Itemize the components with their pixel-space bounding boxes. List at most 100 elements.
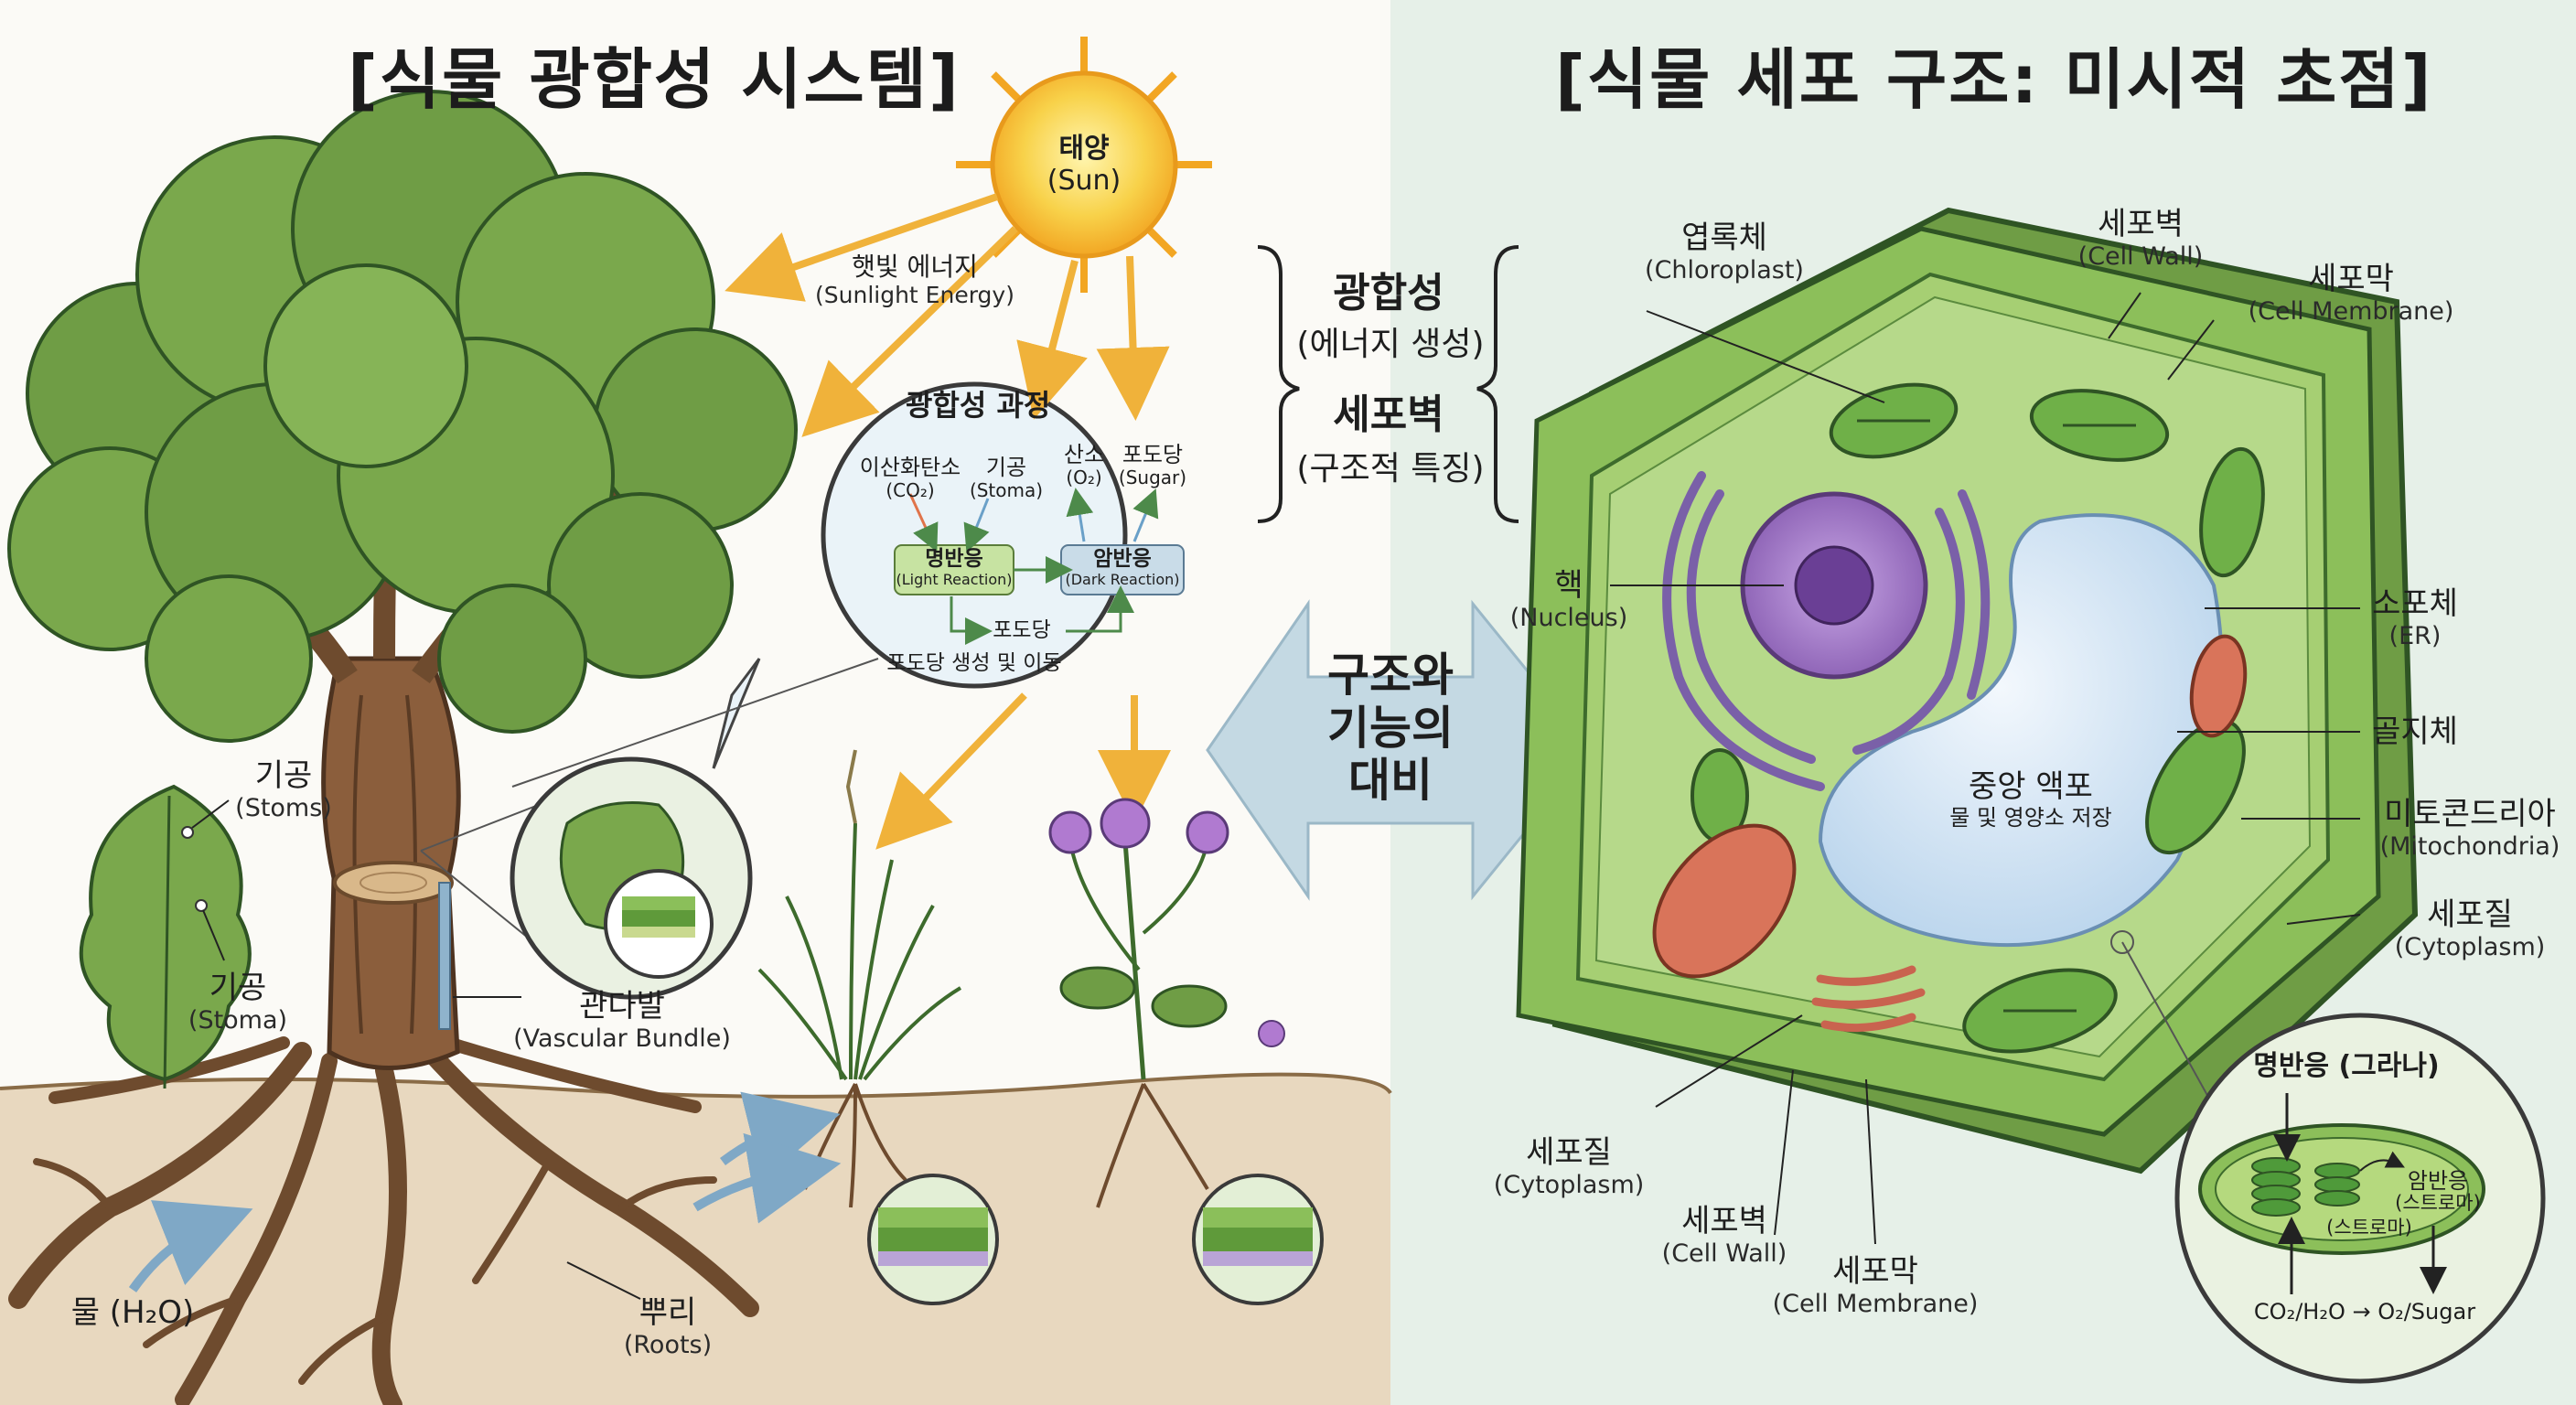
cytoplasm-right-ko: 세포질 [2427, 896, 2513, 933]
flower-plant [1048, 798, 1285, 1208]
glucose-label: 포도당 [993, 618, 1051, 642]
inset-dark-label: 암반응 (스트로마) [2388, 1169, 2488, 1214]
tree-canopy [7, 90, 798, 743]
inset-dark-ko: 암반응 [2407, 1168, 2469, 1194]
stoma-label-en: (Stoma) [188, 1006, 288, 1035]
o2-label: 산소 (O₂) [1052, 442, 1116, 489]
chloroplast-label-en: (Chloroplast) [1645, 256, 1804, 285]
grass-plant [757, 749, 962, 1081]
water-arrows [128, 1091, 842, 1292]
mitochondria-label: 미토콘드리아 (Mitochondria) [2374, 796, 2566, 862]
term-photosynthesis: 광합성 [1333, 270, 1444, 316]
sun-label-ko: 태양 [1058, 133, 1110, 165]
co2-label: 이산화탄소 (CO₂) [846, 455, 974, 502]
cell-wall-top-ko: 세포벽 [2098, 206, 2184, 242]
cytoplasm-left-en: (Cytoplasm) [1493, 1171, 1645, 1200]
er-label-ko: 소포체 [2372, 585, 2458, 622]
cell-wall-bottom-en: (Cell Wall) [1661, 1239, 1787, 1269]
inset-stroma-1: (스트로마) [2395, 1192, 2481, 1215]
cell-membrane-top-label: 세포막 (Cell Membrane) [2241, 261, 2461, 327]
vacuole-label: 중앙 액포 물 및 영양소 저장 [1903, 768, 2159, 831]
light-reaction-ko: 명반응 [925, 547, 983, 571]
cell-wall-top-label: 세포벽 (Cell Wall) [2063, 206, 2218, 272]
co2-label-en: (CO₂) [886, 479, 935, 502]
left-title: [식물 광합성 시스템] [348, 41, 961, 118]
contrast-line-3: 대비 [1348, 754, 1433, 807]
golgi-label-ko: 골지체 [2372, 713, 2458, 750]
stoma-label: 기공 (Stoma) [183, 970, 293, 1035]
cytoplasm-right-label: 세포질 (Cytoplasm) [2383, 896, 2557, 962]
nucleus-label: 핵 (Nucleus) [1500, 567, 1637, 633]
cell-membrane-bottom-en: (Cell Membrane) [1772, 1290, 1979, 1319]
stoms-label-en: (Stoms) [235, 794, 332, 823]
sun-label-en: (Sun) [1046, 165, 1122, 198]
sun [956, 37, 1212, 293]
dark-reaction-en: (Dark Reaction) [1065, 571, 1180, 589]
dark-reaction-box: 암반응 (Dark Reaction) [1061, 547, 1184, 589]
er-label-en: (ER) [2388, 622, 2442, 651]
process-footer: 포도당 생성 및 이동 [886, 651, 1062, 675]
er-label: 소포체 (ER) [2360, 585, 2470, 651]
cell-membrane-bottom-label: 세포막 (Cell Membrane) [1756, 1253, 1994, 1319]
term-cell-wall-sub: (구조적 특징) [1296, 450, 1485, 488]
cell-membrane-top-en: (Cell Membrane) [2248, 297, 2454, 327]
process-title: 광합성 과정 [906, 388, 1051, 423]
soil-zoom-circles [867, 1174, 1324, 1305]
vacuole-label-ko: 중앙 액포 [1969, 768, 2093, 805]
water-label: 물 (H₂O) [70, 1294, 195, 1331]
contrast-line-1: 구조와 [1327, 649, 1454, 702]
mitochondria-label-en: (Mitochondria) [2379, 832, 2560, 862]
sunlight-label: 햇빛 에너지 (Sunlight Energy) [805, 252, 1025, 309]
cell-membrane-bottom-ko: 세포막 [1832, 1253, 1918, 1290]
dark-reaction-ko: 암반응 [1093, 547, 1152, 571]
stoms-label-ko: 기공 [254, 757, 313, 794]
plant-cell [1516, 207, 2546, 1384]
leaf-zoom-circle [420, 756, 753, 1000]
contrast-line-2: 기능의 [1327, 701, 1454, 755]
light-reaction-box: 명반응 (Light Reaction) [895, 547, 1014, 589]
chloroplast-label: 엽록체 (Chloroplast) [1637, 220, 1811, 285]
process-stoma-ko: 기공 [985, 455, 1027, 480]
co2-label-ko: 이산화탄소 [859, 455, 961, 480]
cytoplasm-left-label: 세포질 (Cytoplasm) [1482, 1134, 1656, 1200]
term-photosynthesis-sub: (에너지 생성) [1296, 326, 1485, 363]
oak-leaf [79, 784, 252, 1089]
contrast-label: 구조와 기능의 대비 [1317, 649, 1464, 808]
process-bubble [511, 381, 1185, 788]
vascular-label-ko: 관다발 [579, 988, 665, 1024]
cell-membrane-top-ko: 세포막 [2308, 261, 2394, 297]
inset-equation: CO₂/H₂O → O₂/Sugar [2253, 1299, 2476, 1325]
o2-label-en: (O₂) [1066, 467, 1102, 489]
term-cell-wall: 세포벽 [1333, 391, 1444, 438]
left-pointer-lines [453, 996, 641, 1300]
light-reaction-en: (Light Reaction) [896, 571, 1013, 589]
vacuole-label-sub: 물 및 영양소 저장 [1949, 805, 2112, 831]
mitochondria-label-ko: 미토콘드리아 [2384, 796, 2556, 832]
process-stoma-label: 기공 (Stoma) [961, 455, 1052, 502]
cell-wall-top-en: (Cell Wall) [2077, 242, 2204, 272]
chloroplast-inset [2110, 930, 2546, 1384]
cell-wall-bottom-label: 세포벽 (Cell Wall) [1647, 1203, 1802, 1269]
roots-label: 뿌리 (Roots) [604, 1294, 732, 1360]
mitochondria [1652, 634, 2248, 979]
stoms-label: 기공 (Stoms) [229, 757, 338, 823]
sun-ray-arrows [724, 193, 1171, 850]
sugar-label: 포도당 (Sugar) [1111, 442, 1194, 489]
sugar-label-ko: 포도당 [1122, 442, 1184, 467]
chloroplast-label-ko: 엽록체 [1681, 220, 1767, 256]
center-braces [1257, 245, 1519, 523]
o2-label-ko: 산소 [1063, 442, 1105, 467]
inset-title: 명반응 (그라나) [2253, 1050, 2440, 1082]
vascular-label-en: (Vascular Bundle) [513, 1024, 731, 1054]
roots-label-ko: 뿌리 [639, 1294, 697, 1331]
inset-stroma-2: (스트로마) [2326, 1217, 2412, 1239]
sunlight-label-ko: 햇빛 에너지 [852, 252, 978, 282]
golgi [1811, 965, 1926, 1033]
nucleus-label-ko: 핵 [1554, 567, 1583, 604]
right-title: [식물 세포 구조: 미시적 초점] [1555, 41, 2433, 118]
cell-wall-bottom-ko: 세포벽 [1681, 1203, 1767, 1239]
process-stoma-en: (Stoma) [969, 479, 1044, 502]
cytoplasm-right-en: (Cytoplasm) [2394, 933, 2546, 962]
cytoplasm-left-ko: 세포질 [1526, 1134, 1612, 1171]
